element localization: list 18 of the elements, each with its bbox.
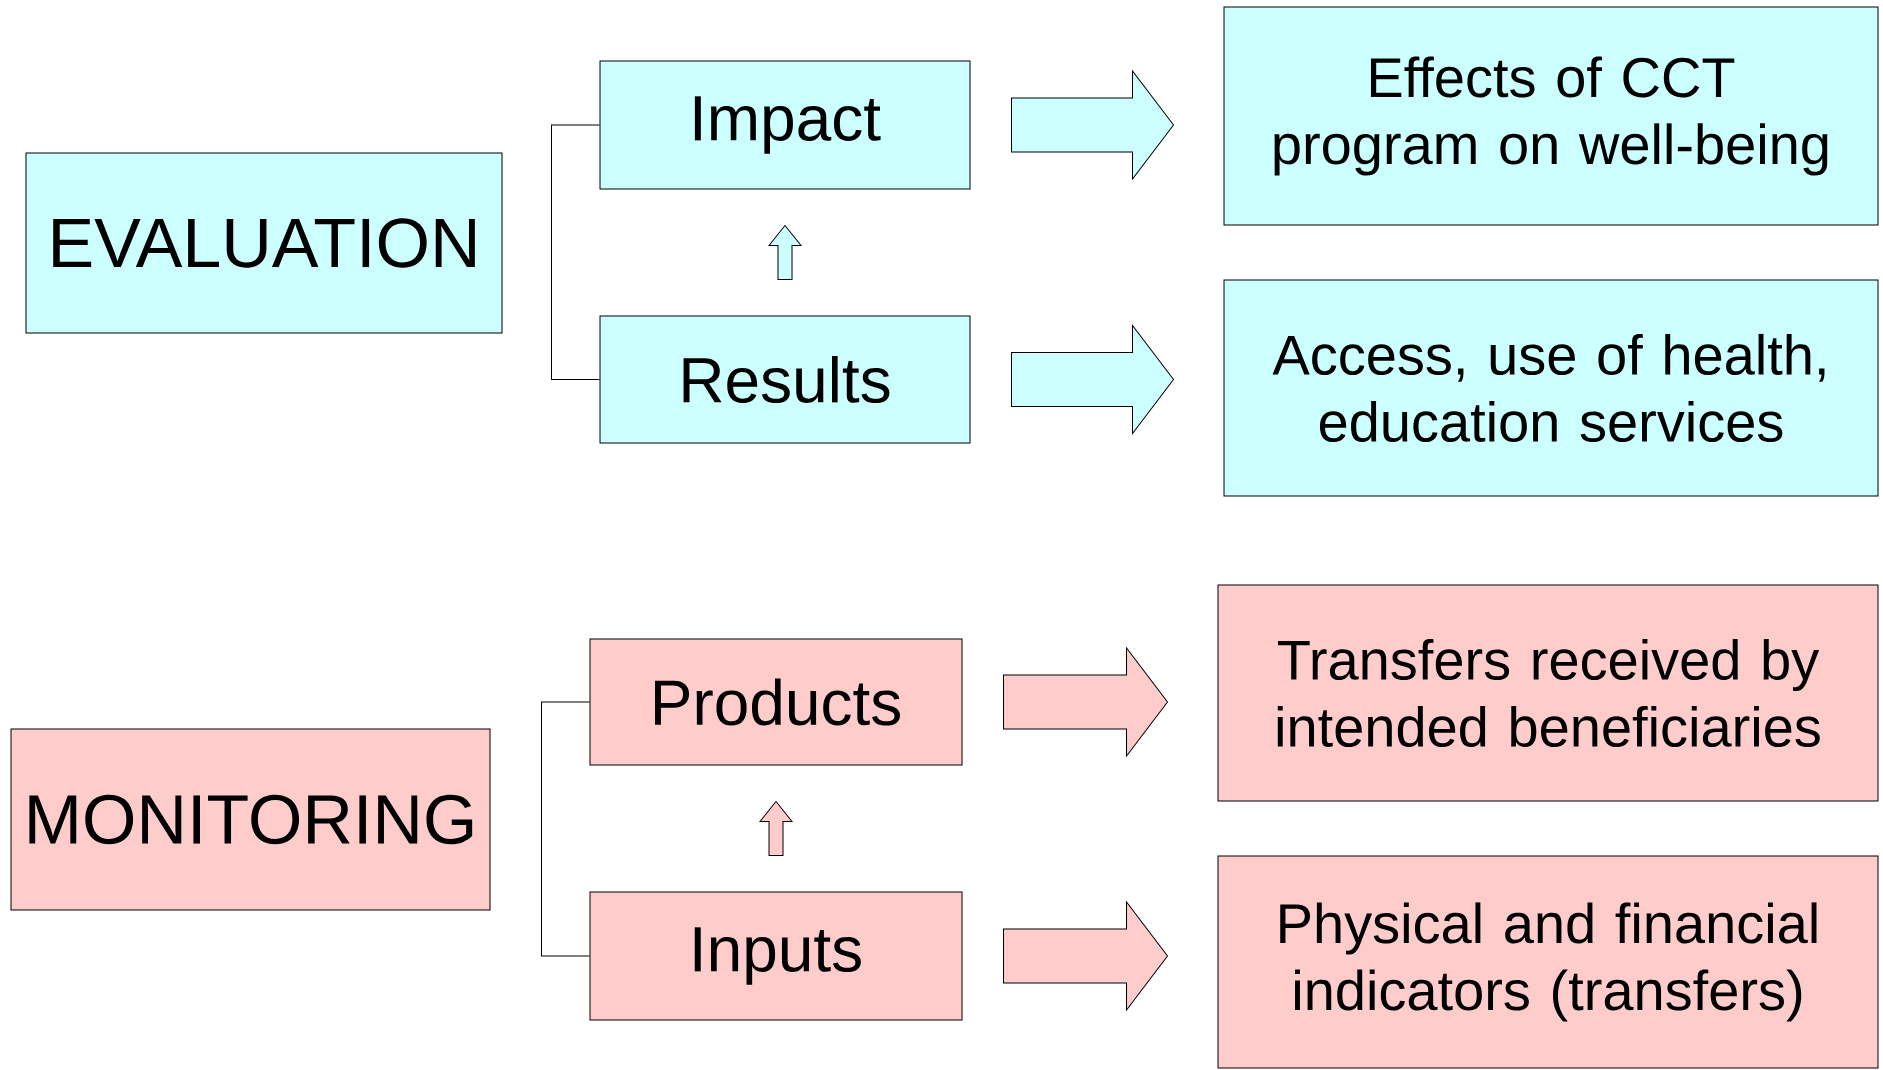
description-box: Physical and financial indicators (transfers) [1217,855,1879,1069]
description-box: Transfers received by intended beneficiaries [1217,584,1879,802]
bracket-line [551,124,600,380]
stage-box: Results [599,315,971,444]
stage-box: Impact [599,60,971,190]
block-arrow [1011,325,1174,434]
block-arrow [768,225,802,280]
category-box: EVALUATION [25,152,503,334]
stage-box: Inputs [589,891,963,1021]
block-arrow [1003,901,1168,1011]
block-arrow [1003,647,1168,757]
category-box: MONITORING [10,728,491,911]
description-box: Effects of CCT program on well-being [1223,6,1879,226]
block-arrow [1011,70,1174,180]
block-arrow [759,801,793,856]
stage-box: Products [589,638,963,766]
bracket-line [541,701,590,957]
description-box: Access, use of health, education services [1223,279,1879,497]
